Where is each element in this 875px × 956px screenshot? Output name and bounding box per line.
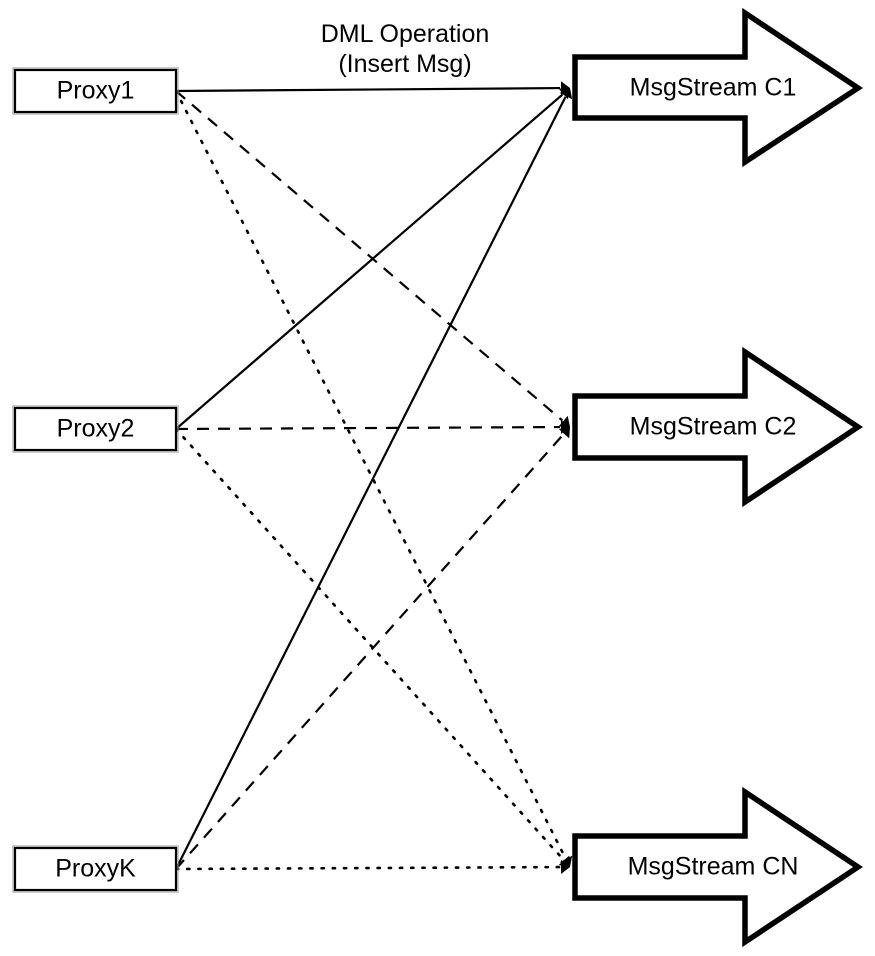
link-p2-cn[interactable] [174, 427, 565, 861]
links-layer [174, 86, 567, 871]
stream-label: MsgStream C2 [630, 413, 797, 441]
arrowhead-pk-cn [560, 860, 570, 875]
stream-arrow-shape [572, 786, 863, 948]
edge-annotation: DML Operation (Insert Msg) [321, 20, 490, 78]
link-p1-cn[interactable] [174, 89, 567, 860]
link-p2-c1[interactable] [175, 93, 564, 430]
arrowheads-layer [558, 81, 573, 875]
proxy-box-rect [13, 68, 178, 114]
streams-layer: MsgStream C1 MsgStream C2 MsgStream CN [572, 7, 863, 948]
link-pk-c1[interactable] [175, 96, 567, 870]
stream-stream_cn[interactable]: MsgStream CN [572, 786, 863, 948]
proxy-node-proxy1[interactable]: Proxy1 [12, 67, 179, 115]
proxy-box-outline [12, 405, 179, 453]
stream-label: MsgStream C1 [630, 74, 797, 102]
link-pk-c2[interactable] [175, 433, 565, 870]
proxy-label: Proxy1 [57, 77, 135, 105]
stream-arrow-shape [572, 7, 863, 168]
stream-stream_c2[interactable]: MsgStream C2 [572, 346, 863, 508]
link-p2-c2[interactable] [175, 425, 561, 431]
proxy-box-outline [12, 845, 179, 893]
stream-stream_c1[interactable]: MsgStream C1 [572, 7, 863, 168]
proxy-box-outline [12, 67, 179, 115]
proxy-node-proxy2[interactable]: Proxy2 [12, 405, 179, 453]
proxy-node-proxyk[interactable]: ProxyK [12, 845, 179, 893]
proxy-label: Proxy2 [57, 415, 135, 443]
link-p1-c2[interactable] [175, 90, 564, 422]
proxy-box-rect [13, 846, 178, 892]
arrowhead-pk-c1 [559, 88, 573, 100]
edge-annotation-line2: (Insert Msg) [338, 50, 471, 78]
proxy-box-rect [13, 406, 178, 452]
proxy-label: ProxyK [55, 855, 136, 883]
stream-label: MsgStream CN [628, 853, 799, 881]
stream-arrow-shape [572, 346, 863, 508]
arrowhead-pk-c2 [558, 427, 570, 439]
link-p1-c1[interactable] [175, 86, 561, 93]
link-pk-cn[interactable] [174, 865, 562, 871]
edge-annotation-line1: DML Operation [321, 20, 490, 48]
